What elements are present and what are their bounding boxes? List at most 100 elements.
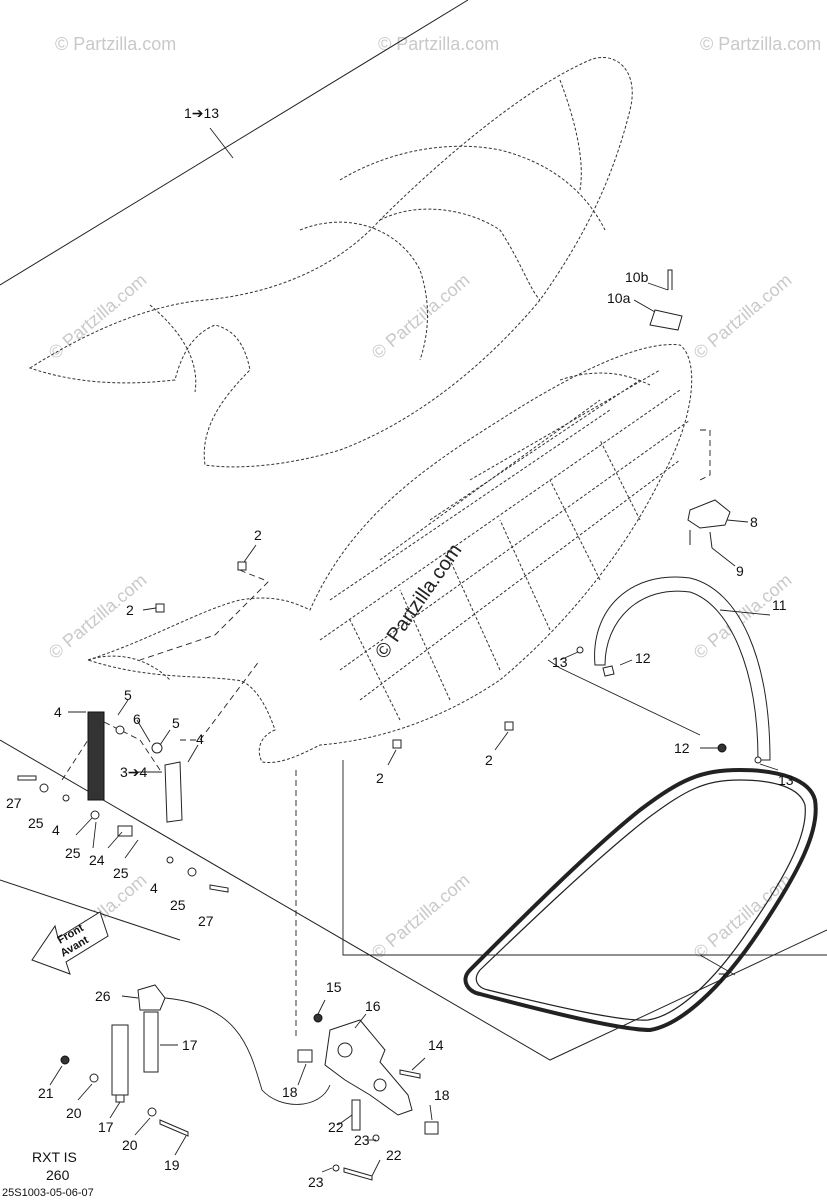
callout-label: 8 <box>750 514 758 530</box>
leader-line <box>159 729 171 746</box>
watermark-text: © Partzilla.com <box>690 270 796 363</box>
callout-label: 4 <box>54 704 62 720</box>
washer <box>166 856 174 864</box>
bracket-body <box>324 1019 413 1116</box>
watermark-text: © Partzilla.com <box>690 870 796 963</box>
screw <box>602 665 615 677</box>
guide-line <box>547 659 701 736</box>
watermark-text: © Partzilla.com <box>378 34 499 54</box>
callout-label: 4 <box>196 731 204 747</box>
guide-line <box>139 569 269 661</box>
front-arrow: Front Avant <box>31 911 109 975</box>
bracket-hole <box>373 1078 387 1092</box>
nut <box>392 739 402 749</box>
guide-line <box>342 760 827 956</box>
callout-label: 15 <box>326 979 342 995</box>
shocks-17 <box>49 984 189 1156</box>
nut <box>155 603 165 613</box>
callout-label: 10b <box>625 269 649 285</box>
callout-label: 25 <box>170 897 186 913</box>
callout-label: 27 <box>198 913 214 929</box>
strap-11 <box>594 576 771 761</box>
leader-line <box>49 1065 63 1086</box>
leader-line <box>136 719 151 743</box>
frame-line <box>0 0 469 286</box>
callout-label: 17 <box>182 1037 198 1053</box>
leader-line <box>619 659 633 666</box>
watermark-text: © Partzilla.com <box>368 870 474 963</box>
nut <box>717 743 727 753</box>
gasket-inner <box>475 779 806 1021</box>
bolt <box>17 775 37 781</box>
front-direction-arrow <box>31 911 109 975</box>
drawing-code: 25S1003-05-06-07 <box>2 1187 94 1199</box>
leader-line <box>494 731 509 751</box>
leader-line <box>759 763 779 771</box>
frame-lip <box>87 655 171 681</box>
callout-label: 13 <box>778 772 794 788</box>
leader-line <box>411 1057 426 1071</box>
nut <box>60 1055 70 1065</box>
leader-line <box>109 1101 121 1119</box>
washer <box>39 783 49 793</box>
sleeve <box>424 1121 439 1135</box>
nuts-2 <box>142 544 514 766</box>
leader-line <box>711 547 736 567</box>
callout-label: 3➔4 <box>120 764 148 780</box>
callout-label: 22 <box>386 1147 402 1163</box>
latch-pin <box>667 269 673 290</box>
seat-edge <box>149 304 197 393</box>
links-3-4 <box>17 659 261 893</box>
watermark-text: © Partzilla.com <box>45 570 151 663</box>
bracket-16 <box>297 999 439 1181</box>
seat-contour <box>339 145 606 231</box>
nut <box>504 721 514 731</box>
callout-label: 5 <box>172 715 180 731</box>
callout-label: 21 <box>38 1085 54 1101</box>
model-note: RXT IS <box>32 1149 77 1165</box>
callout-label: 4 <box>150 880 158 896</box>
seat-contour <box>379 208 541 301</box>
leader-line <box>142 607 157 611</box>
callout-label: 18 <box>434 1087 450 1103</box>
leader-line <box>134 1117 151 1136</box>
leader-line <box>371 1159 381 1177</box>
callout-label: 25 <box>113 865 129 881</box>
bushing <box>90 810 100 820</box>
seat-contour <box>559 79 582 191</box>
callout-label: 23 <box>308 1174 324 1190</box>
callout-label: 25 <box>65 845 81 861</box>
callout-label: 2 <box>254 527 262 543</box>
leader-line <box>354 1013 367 1029</box>
callout-label: 24 <box>89 852 105 868</box>
washer <box>62 794 70 802</box>
frame-lines <box>0 0 827 1061</box>
leader-line <box>243 544 257 563</box>
leader-line <box>317 999 326 1015</box>
leader-line <box>124 839 139 859</box>
bushing <box>151 742 163 754</box>
nut <box>754 756 762 764</box>
callout-label: 20 <box>122 1137 138 1153</box>
callout-label: 9 <box>736 563 744 579</box>
bushing <box>117 825 133 837</box>
callout-label: 23 <box>354 1132 370 1148</box>
callout-label: 6 <box>133 711 141 727</box>
seat-contour <box>299 221 428 361</box>
bolt <box>351 1099 361 1131</box>
guide-lines <box>139 429 827 1040</box>
leader-line <box>77 1083 93 1101</box>
leader-line <box>297 1063 307 1086</box>
callout-label: 18 <box>282 1084 298 1100</box>
watermark-group: © Partzilla.com © Partzilla.com © Partzi… <box>45 34 822 963</box>
gasket-7 <box>463 767 818 1033</box>
watermark-text: © Partzilla.com <box>700 34 821 54</box>
callout-label: 17 <box>98 1119 114 1135</box>
washer <box>187 867 197 877</box>
callout-label: 12 <box>635 650 651 666</box>
callout-label: 2 <box>126 602 134 618</box>
frame-line <box>0 739 827 1061</box>
seat-frame <box>86 344 693 764</box>
leader-line <box>337 1114 353 1126</box>
